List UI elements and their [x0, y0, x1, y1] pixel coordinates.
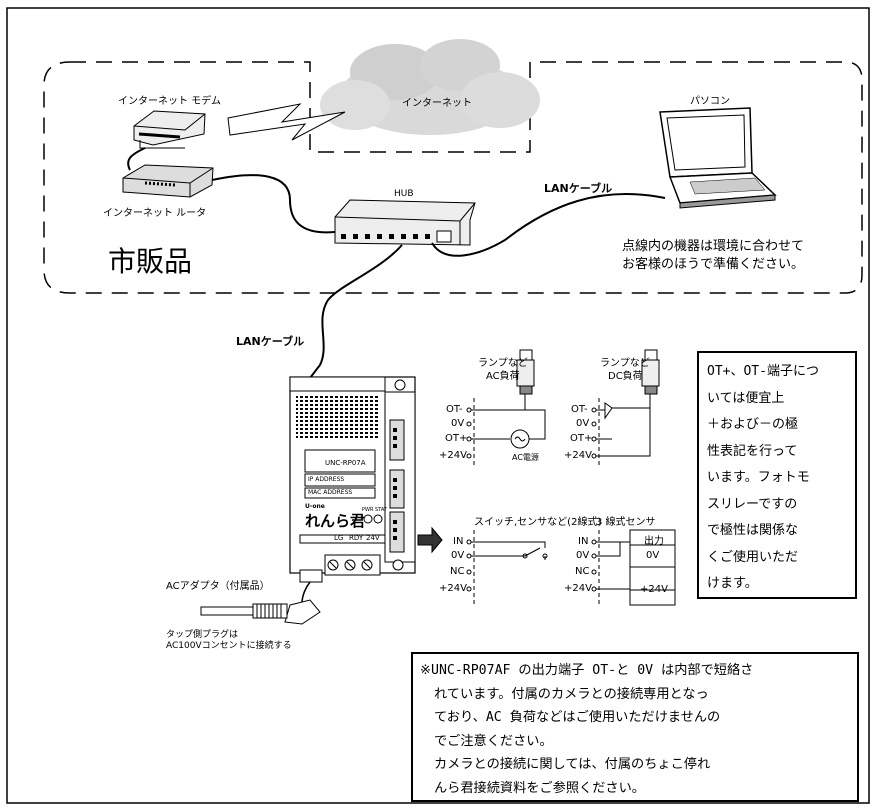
- wireless-bolt: [227, 103, 346, 141]
- commercial-label: 市販品: [108, 245, 193, 278]
- polarity-note-line: OT+、OT-端子につ: [707, 364, 819, 379]
- pc-label: パソコン: [690, 96, 730, 107]
- hub-pc-cable: [431, 193, 666, 257]
- device-model: UNC-RP07A: [325, 459, 366, 467]
- hub-label: HUB: [394, 189, 414, 199]
- sensor-0v-label: 0V: [646, 550, 660, 561]
- polarity-note-line: くご使用いただ: [707, 549, 799, 565]
- polarity-note-line: ＋および－の極: [707, 417, 799, 432]
- device-led-rdy: RDY: [349, 534, 364, 542]
- dc-load-terminal: [591, 392, 651, 468]
- s3-term-nc: NC: [575, 566, 590, 577]
- ac-power-label: AC電源: [512, 453, 539, 462]
- s3-term-24v: +24V: [564, 583, 592, 594]
- dotted-note-line-2: お客様のほうで準備ください。: [622, 257, 805, 272]
- hub-device-cable: [309, 244, 403, 379]
- dc-lamp: [641, 349, 660, 395]
- router-hub-cable: [211, 174, 336, 234]
- device-led-lg: LG: [334, 534, 344, 542]
- device-u-name: U-one: [305, 503, 325, 510]
- router-device: [122, 164, 214, 198]
- sw-term-in: IN: [453, 536, 464, 547]
- commercial-dashed-region: [43, 61, 863, 294]
- bottom-note-box: ※UNC-RP07AF の出力端子 OT-と 0V は内部で短絡さ れています。…: [411, 652, 859, 802]
- polarity-note-line: で極性は関係な: [707, 523, 799, 538]
- bottom-note-line: ※UNC-RP07AF の出力端子 OT-と 0V は内部で短絡さ: [420, 663, 754, 678]
- dc-load-title-1: ランプなど: [600, 358, 650, 369]
- polarity-note-box: OT+、OT-端子につ いては便宜上 ＋および－の極 性表記を行って います。フ…: [697, 351, 857, 599]
- bottom-note-line: でご注意ください。: [434, 733, 553, 749]
- bottom-note-line: ており、AC 負荷などはご使用いただけませんの: [434, 710, 721, 725]
- hub-device: [334, 199, 476, 246]
- ac-lamp: [516, 349, 535, 395]
- router-label: インターネット ルータ: [103, 208, 207, 219]
- s3-term-in: IN: [578, 536, 589, 547]
- lan-cable-label-pc: LANケーブル: [544, 182, 613, 195]
- sw-term-nc: NC: [450, 566, 465, 577]
- ac-term-ot-minus: OT-: [446, 404, 463, 415]
- plug-note-line-2: AC100Vコンセントに接続する: [166, 641, 292, 651]
- ac-term-0v: 0V: [451, 418, 465, 429]
- modem-device: [133, 110, 206, 149]
- sw-term-0v: 0V: [451, 550, 465, 561]
- polarity-note-line: います。フォトモ: [707, 470, 810, 485]
- lan-cable-label-device: LANケーブル: [236, 335, 305, 348]
- polarity-note-line: けます。: [707, 576, 758, 591]
- outer-frame: [6, 7, 870, 804]
- ac-adapter-label: ACアダプタ（付属品）: [166, 581, 270, 592]
- polarity-note-line: 性表記を行って: [707, 443, 798, 459]
- plug-note-line-1: タップ側プラグは: [166, 630, 239, 640]
- device-led-24v: 24V: [366, 534, 380, 542]
- internet-label: インターネット: [402, 98, 472, 109]
- unc-device: [289, 376, 416, 583]
- device-brand: れんら君: [305, 512, 366, 530]
- ac-term-ot-plus: OT+: [445, 433, 468, 444]
- bottom-note-line: カメラとの接続に関しては、付属のちょこ停れ: [434, 757, 711, 772]
- sensor3-title: 3 線式センサ: [596, 517, 656, 528]
- ac-adapter-plug: [200, 599, 321, 625]
- ac-term-24v: +24V: [439, 450, 467, 461]
- device-ip: IP ADDRESS: [308, 476, 345, 483]
- bottom-note-line: れています。付属のカメラとの接続専用となっ: [434, 686, 709, 702]
- laptop-device: [659, 107, 777, 209]
- modem-label: インターネット モデム: [118, 96, 221, 107]
- sensor3-input-terminal: [591, 529, 676, 606]
- s3-term-0v: 0V: [576, 550, 590, 561]
- dc-term-ot-plus: OT+: [570, 433, 593, 444]
- sw-term-24v: +24V: [439, 583, 467, 594]
- switch-input-terminal: [466, 530, 548, 605]
- device-sub: PWR STAT: [362, 507, 387, 513]
- polarity-note-line: スリレーですの: [707, 496, 798, 512]
- switch-title: スイッチ,センサなど(2線式): [474, 517, 602, 528]
- polarity-note-line: いては便宜上: [707, 390, 785, 406]
- dc-load-title-2: DC負荷: [608, 371, 643, 382]
- ac-load-title-2: AC負荷: [486, 371, 520, 382]
- sensor-out-label: 出力: [644, 536, 664, 547]
- sensor-24v-label: +24V: [640, 584, 668, 595]
- ac-load-terminal: [466, 392, 546, 468]
- internet-cloud: [320, 39, 540, 135]
- dc-term-24v: +24V: [564, 450, 592, 461]
- device-mac: MAC ADDRESS: [308, 489, 353, 496]
- dotted-note-line-1: 点線内の機器は環境に合わせて: [622, 239, 805, 254]
- signal-arrow: [417, 526, 443, 554]
- bottom-note-line: んら君接続資料をご参照ください。: [434, 780, 645, 796]
- dc-term-0v: 0V: [576, 418, 590, 429]
- dc-term-ot-minus: OT-: [571, 404, 588, 415]
- ac-load-title-1: ランプなど: [478, 358, 528, 369]
